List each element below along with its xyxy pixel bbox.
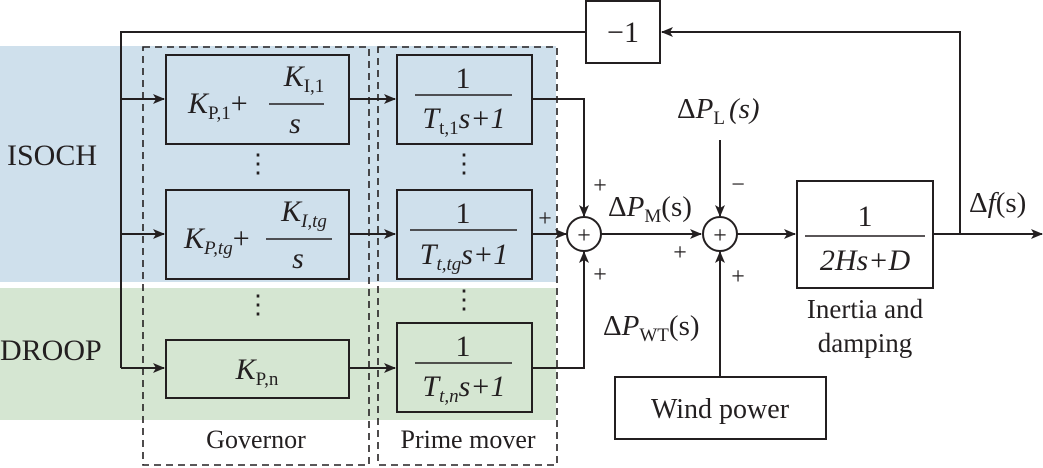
svg-text:1: 1 — [456, 330, 471, 363]
wind-power-block[interactable] — [614, 376, 827, 440]
summing-junction-2: + — [702, 216, 738, 252]
sign-sum1-top: + — [593, 173, 607, 199]
prime-mover-ellipsis-2: ⋮ — [451, 285, 477, 314]
sign-sum1-left: + — [538, 206, 552, 232]
prime-mover-block-3[interactable]: 1 Tt,ns+1 — [396, 322, 533, 413]
svg-text:+: + — [713, 223, 727, 249]
svg-text:Tt,ns+1: Tt,ns+1 — [422, 370, 505, 407]
sign-sum2-left: + — [673, 240, 687, 266]
svg-text:KP,1+: KP,1+ — [187, 87, 248, 124]
svg-text:KP,n: KP,n — [235, 353, 279, 390]
svg-text:Tt,1s+1: Tt,1s+1 — [422, 102, 505, 139]
svg-text:s: s — [292, 242, 304, 275]
governor-ellipsis-1: ⋮ — [245, 149, 271, 178]
svg-text:KI,1: KI,1 — [283, 60, 325, 97]
prime-mover-block-2[interactable]: 1 Tt,tgs+1 — [396, 189, 533, 280]
feedback-line-top — [120, 31, 586, 368]
governor-ellipsis-2: ⋮ — [245, 290, 271, 319]
signal-delta-pm: ΔPM(s) — [608, 191, 692, 227]
prime-mover-label: Prime mover — [400, 425, 535, 454]
svg-text:s: s — [289, 107, 301, 140]
gain-block[interactable] — [585, 0, 661, 64]
signal-delta-f: Δf(s) — [969, 187, 1026, 219]
inertia-damping-block[interactable]: 1 2Hs+D — [796, 180, 934, 289]
sign-sum2-bottom: + — [731, 264, 745, 290]
signal-delta-pl: ΔPL(s) — [677, 93, 760, 129]
sign-sum1-bottom: + — [593, 262, 607, 288]
gain-label: −1 — [607, 16, 639, 49]
svg-text:+: + — [577, 223, 591, 249]
prime-mover-block-1[interactable]: 1 Tt,1s+1 — [396, 54, 533, 145]
svg-text:KI,tg: KI,tg — [280, 195, 327, 232]
svg-text:Tt,tgs+1: Tt,tgs+1 — [420, 238, 508, 275]
svg-text:2Hs+D: 2Hs+D — [820, 244, 911, 277]
sign-sum2-top: − — [731, 172, 745, 198]
feedback-line-return — [661, 27, 961, 234]
prime-mover-group — [377, 46, 558, 466]
svg-text:1: 1 — [456, 62, 471, 95]
svg-text:KP,tg+: KP,tg+ — [183, 222, 250, 259]
governor-block-3[interactable]: KP,n — [165, 339, 350, 399]
governor-block-2[interactable]: KP,tg+ KI,tg s — [165, 189, 350, 280]
signal-delta-pwt: ΔPWT(s) — [603, 310, 700, 346]
droop-label: DROOP — [0, 334, 102, 367]
inertia-label-line2: damping — [818, 328, 913, 358]
svg-text:1: 1 — [858, 200, 873, 233]
governor-label: Governor — [206, 425, 306, 454]
governor-block-1[interactable]: KP,1+ KI,1 s — [165, 54, 350, 145]
governor-group — [142, 46, 370, 466]
pm3-to-sum1 — [532, 251, 589, 369]
inertia-label-line1: Inertia and — [807, 294, 924, 324]
isoch-label: ISOCH — [7, 139, 97, 172]
svg-text:1: 1 — [456, 197, 471, 230]
prime-mover-ellipsis-1: ⋮ — [451, 149, 477, 178]
wind-power-label: Wind power — [651, 394, 790, 425]
summing-junction-1: + — [566, 216, 602, 252]
pm1-to-sum1 — [532, 98, 589, 217]
